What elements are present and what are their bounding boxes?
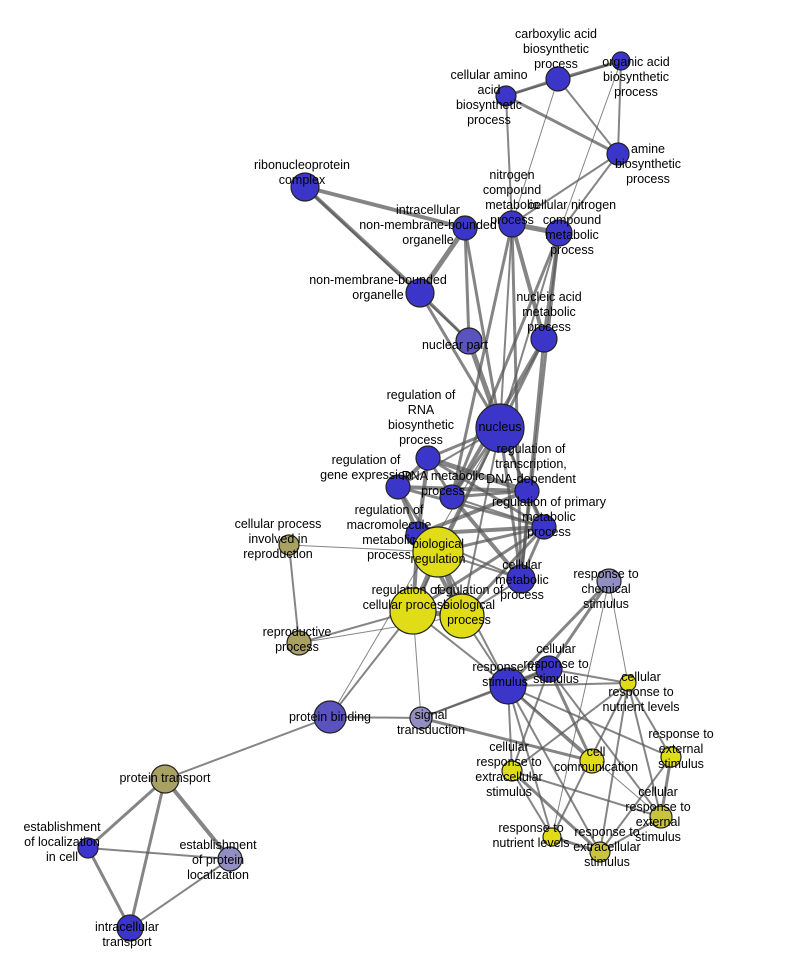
graph-node-reg-primary-metabolic[interactable]	[531, 514, 557, 540]
graph-node-amine[interactable]	[606, 142, 630, 166]
graph-edge-reproduction-cellular--reproductive-process[interactable]	[288, 544, 300, 644]
graph-edge-reg-transcription--reg-gene-expression[interactable]	[396, 485, 529, 493]
graph-node-resp-chemical[interactable]	[596, 568, 622, 594]
graph-node-resp-nutrient[interactable]	[542, 827, 562, 847]
graph-edge-cellular-resp-nutrient--cellular-resp-extracellular[interactable]	[511, 682, 629, 772]
graph-edge-amino-acid--amine[interactable]	[504, 94, 620, 156]
graph-edge-cellular-resp-stimulus--resp-chemical[interactable]	[547, 579, 611, 671]
node-layer	[77, 51, 682, 942]
graph-node-cellular-nitrogen[interactable]	[545, 219, 573, 247]
graph-node-reg-biological-process[interactable]	[439, 593, 485, 639]
graph-edge-est-protein-localization--intracellular-transport[interactable]	[129, 858, 231, 929]
graph-edge-resp-extracellular--cellular-resp-external[interactable]	[599, 816, 662, 853]
graph-node-resp-extracellular[interactable]	[589, 841, 611, 863]
graph-node-protein-binding[interactable]	[313, 700, 347, 734]
graph-edge-reg-rna-biosynthesis--reg-transcription[interactable]	[425, 455, 530, 494]
graph-edge-resp-chemical--cellular-resp-nutrient[interactable]	[608, 580, 629, 684]
graph-node-reg-gene-expression[interactable]	[385, 474, 411, 500]
graph-edge-rna-metabolic--reg-primary-metabolic[interactable]	[451, 496, 545, 528]
graph-node-nucleic-acid[interactable]	[530, 325, 558, 353]
graph-edge-intracellular-organelle--nuclear-part[interactable]	[463, 226, 471, 343]
graph-edge-cellular-resp-nutrient--resp-extracellular[interactable]	[599, 682, 629, 853]
graph-edge-reg-gene-expression--reg-primary-metabolic[interactable]	[396, 485, 546, 529]
graph-node-nitrogen-compound[interactable]	[498, 210, 526, 238]
graph-node-reproduction-cellular[interactable]	[278, 534, 300, 556]
graph-node-signal-transduction[interactable]	[409, 706, 433, 730]
graph-edge-protein-transport--est-protein-localization[interactable]	[163, 777, 232, 861]
graph-node-amino-acid[interactable]	[495, 85, 517, 107]
graph-edge-cell-communication--signal-transduction[interactable]	[419, 716, 594, 763]
graph-node-nuclear-part[interactable]	[455, 327, 483, 355]
graph-edge-rnp-complex--intracellular-organelle[interactable]	[303, 185, 467, 230]
graph-edge-nmb-organelle--nucleus[interactable]	[418, 291, 502, 430]
graph-node-nucleus[interactable]	[475, 403, 525, 453]
graph-node-reproductive-process[interactable]	[286, 630, 312, 656]
graph-node-cellular-resp-extracellular[interactable]	[501, 760, 523, 782]
graph-edge-amino-acid--nitrogen-compound[interactable]	[505, 95, 513, 225]
graph-edge-cellular-resp-nutrient--resp-external[interactable]	[627, 682, 672, 758]
graph-node-rna-metabolic[interactable]	[439, 484, 465, 510]
graph-edge-resp-stimulus--resp-chemical[interactable]	[506, 579, 611, 688]
graph-node-intracellular-transport[interactable]	[116, 914, 144, 942]
graph-edge-reproductive-process--reg-biological-process[interactable]	[298, 615, 463, 644]
graph-edge-carboxylic-acid--amine[interactable]	[557, 78, 619, 155]
graph-node-nmb-organelle[interactable]	[405, 278, 435, 308]
graph-node-organic-acid[interactable]	[611, 51, 631, 71]
graph-edge-signal-transduction--cellular-resp-stimulus[interactable]	[420, 668, 550, 719]
graph-edge-protein-transport--est-localization-in-cell[interactable]	[86, 777, 167, 850]
graph-node-intracellular-organelle[interactable]	[452, 215, 478, 241]
graph-node-rnp-complex[interactable]	[290, 172, 320, 202]
graph-node-reg-rna-biosynthesis[interactable]	[415, 445, 441, 471]
graph-edge-cellular-nitrogen--nucleus[interactable]	[499, 232, 560, 429]
graph-edge-reg-rna-biosynthesis--reg-primary-metabolic[interactable]	[426, 456, 546, 529]
graph-node-resp-external[interactable]	[660, 746, 682, 768]
graph-edge-protein-binding--nucleus[interactable]	[329, 427, 501, 718]
graph-edge-cellular-resp-stimulus--cellular-resp-external[interactable]	[548, 668, 662, 818]
graph-node-est-protein-localization[interactable]	[217, 846, 243, 872]
graph-edge-organic-acid--cellular-nitrogen[interactable]	[558, 60, 622, 234]
graph-edge-organic-acid--amine[interactable]	[617, 60, 622, 155]
graph-edge-carboxylic-acid--nitrogen-compound[interactable]	[511, 78, 559, 225]
graph-node-biological-regulation[interactable]	[412, 526, 464, 578]
graph-edge-est-localization-in-cell--intracellular-transport[interactable]	[86, 846, 132, 930]
graph-edge-cellular-nitrogen--rna-metabolic[interactable]	[450, 231, 561, 499]
graph-node-reg-cellular-process[interactable]	[389, 587, 437, 635]
graph-edge-est-protein-localization--est-localization-in-cell[interactable]	[87, 847, 231, 860]
graph-node-protein-transport[interactable]	[150, 764, 180, 794]
graph-node-resp-stimulus[interactable]	[489, 667, 527, 705]
graph-edge-resp-external--resp-extracellular[interactable]	[599, 756, 672, 853]
graph-node-est-localization-in-cell[interactable]	[77, 837, 99, 859]
graph-node-carboxylic-acid[interactable]	[545, 66, 571, 92]
graph-node-reg-transcription[interactable]	[514, 478, 540, 504]
graph-edge-cellular-resp-extracellular--cellular-resp-external[interactable]	[511, 770, 662, 818]
graph-edge-cellular-resp-stimulus--cellular-resp-extracellular[interactable]	[511, 668, 550, 772]
graph-edge-nitrogen-compound--rna-metabolic[interactable]	[450, 222, 514, 499]
edge-layer	[86, 59, 673, 930]
graph-edge-protein-binding--protein-transport[interactable]	[164, 716, 331, 780]
graph-edge-resp-chemical--resp-nutrient[interactable]	[551, 580, 610, 838]
graph-node-cellular-resp-nutrient[interactable]	[619, 674, 637, 692]
graph-node-cellular-resp-external[interactable]	[649, 805, 673, 829]
graph-edge-nucleus--reg-biological-process[interactable]	[461, 427, 501, 617]
graph-edge-reg-primary-metabolic--reg-cellular-process[interactable]	[411, 525, 546, 613]
graph-edge-resp-stimulus--cellular-resp-nutrient[interactable]	[507, 682, 629, 687]
graph-edge-amine--nitrogen-compound[interactable]	[511, 153, 619, 225]
graph-node-cellular-resp-stimulus[interactable]	[535, 655, 563, 683]
graph-edge-cellular-resp-nutrient--cellular-resp-external[interactable]	[627, 682, 662, 818]
graph-edge-cellular-resp-extracellular--resp-nutrient[interactable]	[511, 770, 553, 838]
graph-edge-resp-stimulus--resp-extracellular[interactable]	[507, 685, 601, 853]
graph-edge-resp-stimulus--resp-nutrient[interactable]	[507, 685, 553, 838]
graph-edge-nitrogen-compound--nucleic-acid[interactable]	[510, 222, 546, 341]
graph-node-cellular-metabolic[interactable]	[506, 564, 536, 594]
graph-edge-nitrogen-compound--nucleus[interactable]	[499, 223, 513, 429]
graph-edge-resp-extracellular--cellular-resp-extracellular[interactable]	[510, 769, 602, 854]
graph-node-cell-communication[interactable]	[579, 748, 605, 774]
graph-edge-amine--cellular-nitrogen[interactable]	[558, 153, 619, 234]
